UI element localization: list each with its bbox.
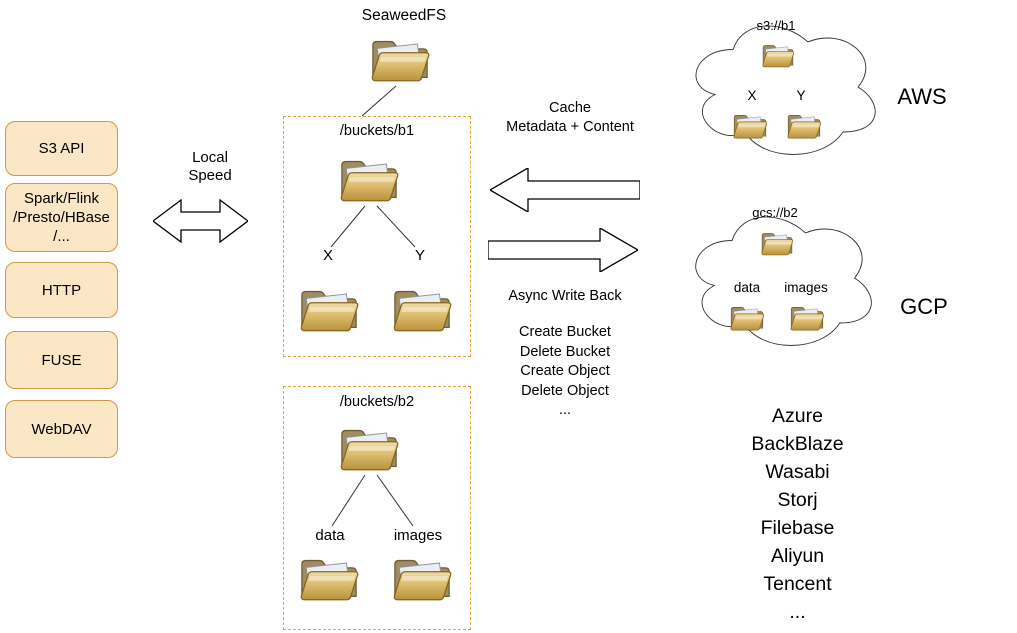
gcp-bucket-label: gcs://b2 xyxy=(752,205,798,220)
local-speed-label: Local Speed xyxy=(188,149,232,184)
cache-left-arrow-icon xyxy=(490,168,640,212)
bucket-b2-panel xyxy=(283,386,471,630)
writeback-right-arrow-icon xyxy=(488,228,638,272)
b1-root-folder-icon xyxy=(338,152,400,206)
gcp-child-data-folder-icon xyxy=(729,302,765,333)
client-box-label: Spark/Flink /Presto/HBase /... xyxy=(13,190,110,245)
gcp-name-label: GCP xyxy=(900,294,948,319)
aws-root-folder-icon xyxy=(761,40,795,70)
aws-name-label: AWS xyxy=(897,84,947,109)
provider-item: BackBlaze xyxy=(751,433,844,455)
client-box-label: HTTP xyxy=(41,281,82,299)
cache-direction-label: Cache Metadata + Content xyxy=(506,100,634,135)
bucket-b1-title: /buckets/b1 xyxy=(339,123,415,139)
gcp-child-images-folder-icon xyxy=(789,302,825,333)
provider-item: Storj xyxy=(777,489,818,511)
operation-item: Create Object xyxy=(520,363,610,379)
provider-item: Tencent xyxy=(763,573,832,595)
client-box-label: FUSE xyxy=(41,351,82,369)
client-box-http: HTTP xyxy=(5,262,118,318)
b1-child-x-label: X xyxy=(322,247,333,264)
aws-bucket-label: s3://b1 xyxy=(756,18,796,33)
operations-list: Create Bucket Delete Bucket Create Objec… xyxy=(490,323,640,421)
b2-child-data-label: data xyxy=(315,527,345,544)
client-box-s3-api: S3 API xyxy=(5,121,118,176)
client-box-fuse: FUSE xyxy=(5,331,118,389)
provider-item: Filebase xyxy=(760,517,835,539)
provider-item: Aliyun xyxy=(770,545,825,567)
async-writeback-label: Async Write Back xyxy=(508,288,622,304)
operation-item: Delete Bucket xyxy=(519,343,611,360)
connector-line xyxy=(361,85,397,117)
seaweedfs-title: SeaweedFS xyxy=(361,7,447,24)
client-box-label: S3 API xyxy=(38,140,85,157)
b1-child-y-label: Y xyxy=(414,247,425,264)
gcp-root-folder-icon xyxy=(760,228,794,258)
b1-child-y-folder-icon xyxy=(391,282,453,336)
aws-child-y-folder-icon xyxy=(786,110,822,141)
client-box-label: WebDAV xyxy=(31,420,92,438)
bidirectional-arrow-icon xyxy=(153,199,248,243)
gcp-child-images-label: images xyxy=(784,280,828,295)
client-box-webdav: WebDAV xyxy=(5,400,118,458)
provider-item: ... xyxy=(789,601,806,623)
b2-child-images-folder-icon xyxy=(391,551,453,605)
seaweedfs-folder-icon xyxy=(369,32,431,86)
operation-item: Create Bucket xyxy=(519,324,611,340)
provider-item: Wasabi xyxy=(765,461,830,483)
bucket-b2-title: /buckets/b2 xyxy=(339,394,415,410)
gcp-cloud-icon xyxy=(683,203,879,353)
operation-item: ... xyxy=(558,402,572,418)
aws-child-x-folder-icon xyxy=(732,110,768,141)
operation-item: Delete Object xyxy=(521,382,609,399)
provider-item: Azure xyxy=(772,405,823,427)
providers-list: Azure BackBlaze Wasabi Storj Filebase Al… xyxy=(715,402,880,626)
b2-child-images-label: images xyxy=(393,527,443,544)
aws-cloud-icon xyxy=(683,12,883,162)
aws-child-x-label: X xyxy=(747,88,757,103)
client-box-spark-flink-presto-hbase: Spark/Flink /Presto/HBase /... xyxy=(5,183,118,252)
bucket-b1-panel xyxy=(283,116,471,357)
aws-child-y-label: Y xyxy=(796,88,806,103)
b2-child-data-folder-icon xyxy=(298,551,360,605)
gcp-child-data-label: data xyxy=(733,280,761,295)
b2-root-folder-icon xyxy=(338,421,400,475)
b1-child-x-folder-icon xyxy=(298,282,360,336)
